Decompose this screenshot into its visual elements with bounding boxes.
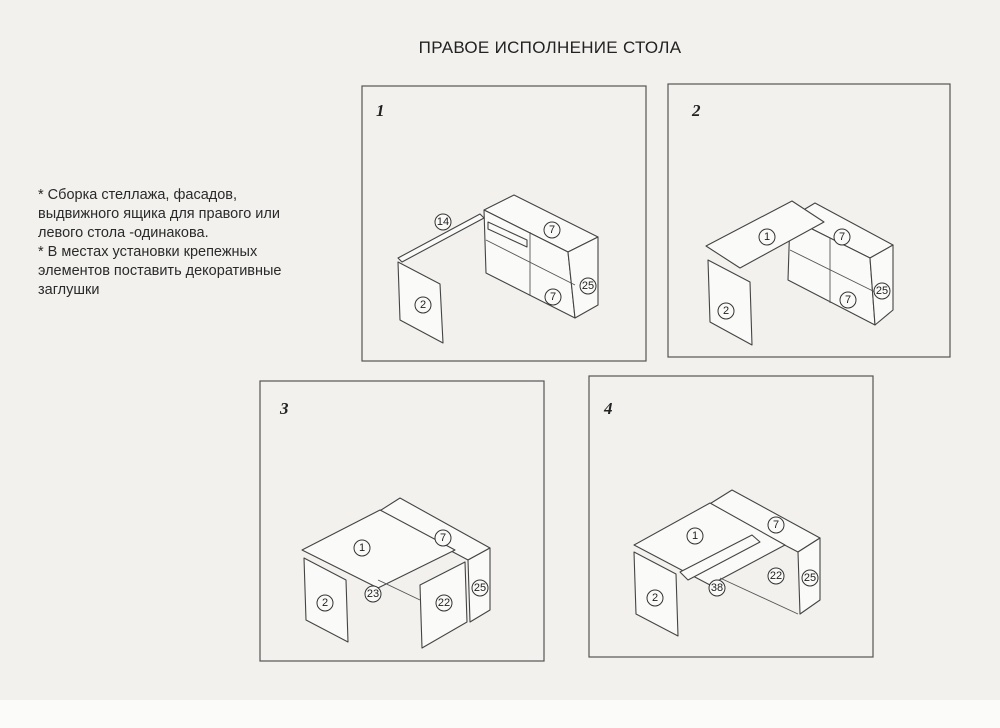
step-number: 3 <box>279 399 289 418</box>
part-label: 2 <box>414 296 432 314</box>
svg-text:7: 7 <box>550 291 556 303</box>
svg-text:2: 2 <box>652 592 658 604</box>
step-number: 2 <box>691 101 701 120</box>
svg-text:1: 1 <box>359 542 365 554</box>
svg-text:1: 1 <box>764 231 770 243</box>
svg-text:23: 23 <box>367 588 379 600</box>
svg-text:2: 2 <box>723 305 729 317</box>
svg-text:14: 14 <box>437 216 449 228</box>
svg-text:7: 7 <box>845 294 851 306</box>
part-label: 1 <box>686 527 704 545</box>
svg-text:38: 38 <box>711 582 723 594</box>
step-4-panel: 4 1 7 22 25 38 2 <box>588 375 874 658</box>
svg-text:7: 7 <box>440 532 446 544</box>
desk-drawing <box>301 497 491 649</box>
svg-text:25: 25 <box>582 280 594 292</box>
svg-text:25: 25 <box>474 582 486 594</box>
part-label: 25 <box>801 569 819 587</box>
part-label: 7 <box>543 221 561 239</box>
part-label: 7 <box>767 516 785 534</box>
note-line: левого стола -одинакова. <box>38 225 209 241</box>
part-label: 2 <box>316 594 334 612</box>
part-label: 22 <box>435 594 453 612</box>
scan-margin <box>0 700 1000 728</box>
page-title: ПРАВОЕ ИСПОЛНЕНИЕ СТОЛА <box>418 38 682 57</box>
part-label: 25 <box>873 282 891 300</box>
note-line: заглушки <box>38 282 100 298</box>
svg-text:22: 22 <box>438 597 450 609</box>
desk-drawing <box>633 489 821 637</box>
step-number: 4 <box>603 399 613 418</box>
desk-drawing <box>705 200 894 346</box>
step-1-panel: 1 14 7 25 7 2 <box>361 85 647 362</box>
part-label: 22 <box>767 567 785 585</box>
part-label: 38 <box>708 579 726 597</box>
step-2-panel: 2 1 7 25 7 2 <box>667 83 951 358</box>
part-label: 25 <box>579 277 597 295</box>
svg-text:7: 7 <box>549 224 555 236</box>
svg-text:22: 22 <box>770 570 782 582</box>
note-line: * Сборка стеллажа, фасадов, <box>38 187 238 203</box>
part-label: 23 <box>364 585 382 603</box>
part-label: 14 <box>434 213 452 231</box>
svg-text:7: 7 <box>773 519 779 531</box>
part-label: 1 <box>758 228 776 246</box>
note-line: выдвижного ящика для правого или <box>38 206 280 222</box>
note-line: * В местах установки крепежных <box>38 244 258 260</box>
part-label: 7 <box>833 228 851 246</box>
part-label: 25 <box>471 579 489 597</box>
part-label: 1 <box>353 539 371 557</box>
svg-text:25: 25 <box>876 285 888 297</box>
part-label: 7 <box>544 288 562 306</box>
part-label: 2 <box>717 302 735 320</box>
part-label: 7 <box>434 529 452 547</box>
part-label: 7 <box>839 291 857 309</box>
svg-text:25: 25 <box>804 572 816 584</box>
svg-text:7: 7 <box>839 231 845 243</box>
note-line: элементов поставить декоративные <box>38 263 282 279</box>
step-3-panel: 3 1 7 25 22 2 23 <box>259 380 545 662</box>
part-label: 2 <box>646 589 664 607</box>
shelf-unit-drawing <box>397 194 599 344</box>
svg-text:2: 2 <box>420 299 426 311</box>
assembly-notes: * Сборка стеллажа, фасадов, выдвижного я… <box>38 186 338 300</box>
svg-text:1: 1 <box>692 530 698 542</box>
step-number: 1 <box>376 101 385 120</box>
svg-text:2: 2 <box>322 597 328 609</box>
